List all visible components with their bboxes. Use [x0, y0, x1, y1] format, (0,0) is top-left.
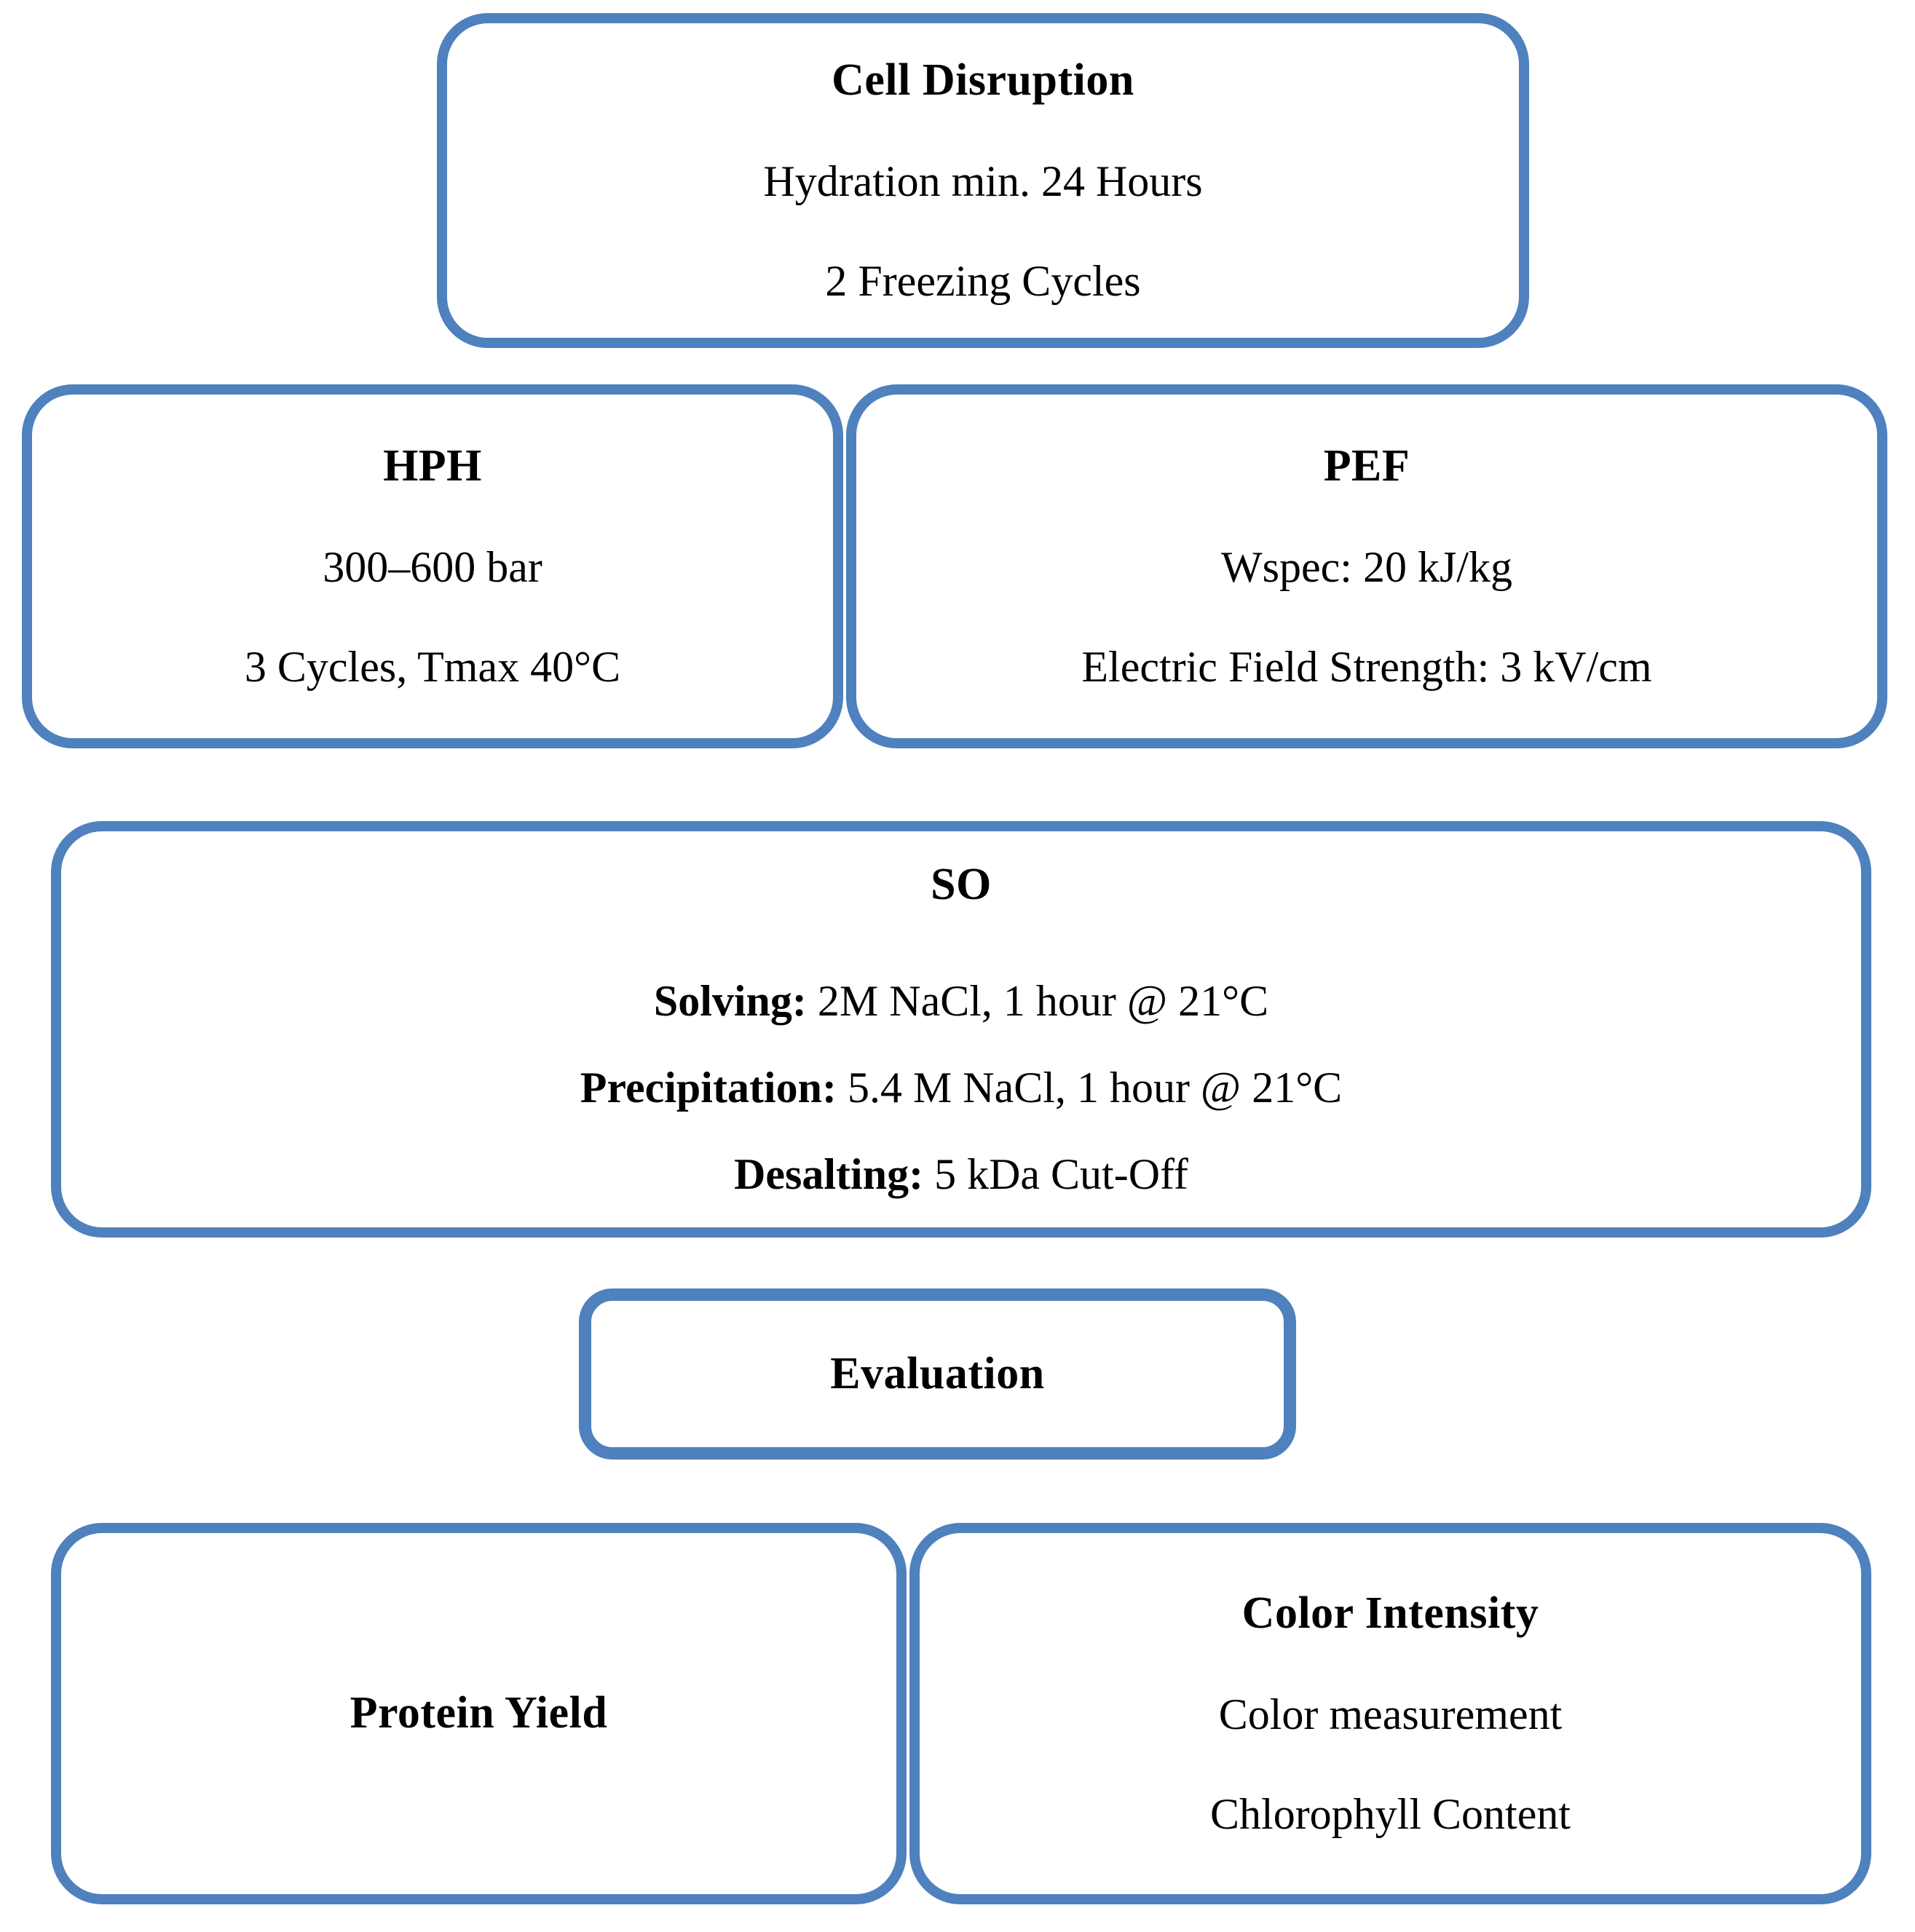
node-evaluation-title: Evaluation [830, 1348, 1045, 1398]
node-cell-disruption[interactable]: Cell Disruption Hydration min. 24 Hours … [437, 13, 1529, 348]
node-evaluation[interactable]: Evaluation [579, 1288, 1296, 1460]
node-pef-line-1: Wspec: 20 kJ/kg [1221, 542, 1512, 591]
node-color-intensity-line-1: Color measurement [1218, 1690, 1563, 1738]
node-cell-disruption-line-1: Hydration min. 24 Hours [763, 157, 1203, 205]
node-so-entry-precipitation-value: 5.4 M NaCl, 1 hour @ 21°C [847, 1064, 1343, 1112]
node-pef[interactable]: PEF Wspec: 20 kJ/kg Electric Field Stren… [846, 384, 1887, 748]
node-hph-line-1: 300–600 bar [323, 542, 542, 591]
node-so-title: SO [931, 859, 992, 909]
node-so[interactable]: SO Solving: 2M NaCl, 1 hour @ 21°C Preci… [51, 821, 1871, 1238]
node-so-entry-solving-label: Solving: [653, 977, 807, 1026]
node-cell-disruption-title: Cell Disruption [832, 55, 1134, 106]
node-so-entry-desalting-label: Desalting: [734, 1150, 924, 1199]
node-protein-yield[interactable]: Protein Yield [51, 1523, 907, 1904]
node-so-entry-precipitation-label: Precipitation: [580, 1064, 837, 1112]
node-so-entry-desalting: Desalting: 5 kDa Cut-Off [734, 1152, 1188, 1197]
node-so-entry-solving: Solving: 2M NaCl, 1 hour @ 21°C [654, 978, 1268, 1024]
node-so-entry-solving-value: 2M NaCl, 1 hour @ 21°C [817, 977, 1269, 1026]
node-pef-line-2: Electric Field Strength: 3 kV/cm [1081, 642, 1652, 691]
node-color-intensity[interactable]: Color Intensity Color measurement Chloro… [909, 1523, 1871, 1904]
node-hph-line-2: 3 Cycles, Tmax 40°C [244, 642, 621, 691]
node-hph[interactable]: HPH 300–600 bar 3 Cycles, Tmax 40°C [22, 384, 843, 748]
node-hph-title: HPH [383, 441, 482, 491]
node-color-intensity-line-2: Chlorophyll Content [1210, 1789, 1571, 1838]
node-color-intensity-title: Color Intensity [1241, 1588, 1539, 1639]
node-cell-disruption-line-2: 2 Freezing Cycles [825, 256, 1141, 305]
node-protein-yield-title: Protein Yield [350, 1688, 608, 1738]
node-so-entry-desalting-value: 5 kDa Cut-Off [934, 1150, 1188, 1199]
node-so-entry-precipitation: Precipitation: 5.4 M NaCl, 1 hour @ 21°C [580, 1065, 1342, 1111]
node-pef-title: PEF [1323, 441, 1410, 491]
